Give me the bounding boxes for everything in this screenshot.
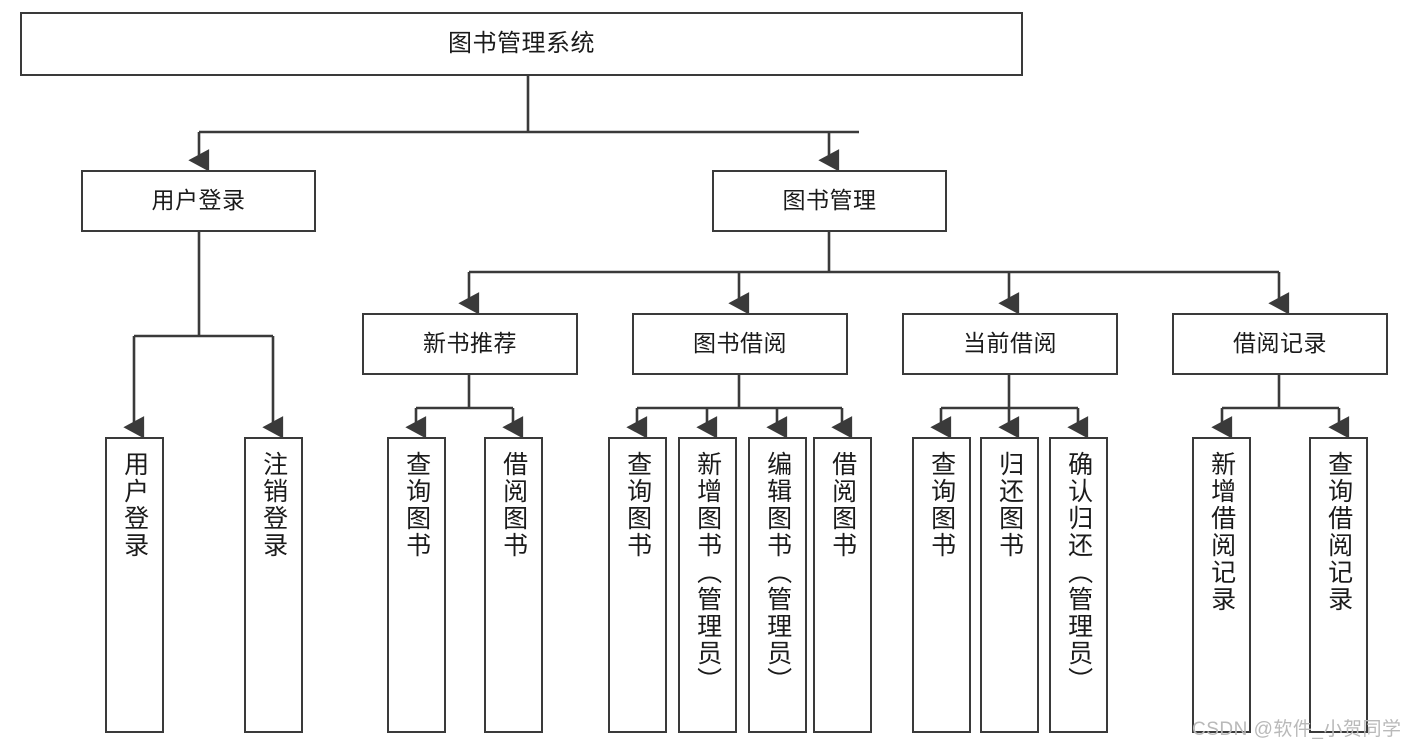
node-current-borrow[interactable]: 当前借阅 bbox=[902, 313, 1118, 375]
leaf-borrow-record-2[interactable]: 查询借阅记录 bbox=[1309, 437, 1368, 733]
leaf-book-borrow-4[interactable]: 借阅图书 bbox=[813, 437, 872, 733]
leaf-book-borrow-1-label: 查询图书 bbox=[623, 451, 652, 559]
node-borrow-record[interactable]: 借阅记录 bbox=[1172, 313, 1388, 375]
leaf-book-borrow-3[interactable]: 编辑图书（管理员） bbox=[748, 437, 807, 733]
leaf-book-borrow-4-label: 借阅图书 bbox=[828, 451, 857, 559]
leaf-borrow-record-1[interactable]: 新增借阅记录 bbox=[1192, 437, 1251, 733]
node-new-book-rec[interactable]: 新书推荐 bbox=[362, 313, 578, 375]
leaf-current-borrow-3[interactable]: 确认归还（管理员） bbox=[1049, 437, 1108, 733]
leaf-new-book-rec-2[interactable]: 借阅图书 bbox=[484, 437, 543, 733]
leaf-book-borrow-1[interactable]: 查询图书 bbox=[608, 437, 667, 733]
node-user-login[interactable]: 用户登录 bbox=[81, 170, 316, 232]
leaf-current-borrow-2[interactable]: 归还图书 bbox=[980, 437, 1039, 733]
leaf-user-login-2[interactable]: 注销登录 bbox=[244, 437, 303, 733]
node-user-login-label: 用户登录 bbox=[151, 187, 246, 214]
leaf-new-book-rec-2-label: 借阅图书 bbox=[499, 451, 528, 559]
leaf-current-borrow-1-label: 查询图书 bbox=[927, 451, 956, 559]
leaf-book-borrow-2[interactable]: 新增图书（管理员） bbox=[678, 437, 737, 733]
leaf-user-login-1-label: 用户登录 bbox=[120, 451, 149, 559]
leaf-book-borrow-3-label: 编辑图书（管理员） bbox=[763, 451, 792, 694]
leaf-current-borrow-1[interactable]: 查询图书 bbox=[912, 437, 971, 733]
node-book-borrow-label: 图书借阅 bbox=[693, 330, 787, 357]
node-root[interactable]: 图书管理系统 bbox=[20, 12, 1023, 76]
leaf-borrow-record-1-label: 新增借阅记录 bbox=[1207, 451, 1236, 613]
node-book-borrow[interactable]: 图书借阅 bbox=[632, 313, 848, 375]
leaf-book-borrow-2-label: 新增图书（管理员） bbox=[693, 451, 722, 694]
leaf-borrow-record-2-label: 查询借阅记录 bbox=[1324, 451, 1353, 613]
leaf-new-book-rec-1-label: 查询图书 bbox=[402, 451, 431, 559]
csdn-watermark: CSDN @软件_小贺同学 bbox=[1192, 719, 1402, 740]
leaf-new-book-rec-1[interactable]: 查询图书 bbox=[387, 437, 446, 733]
leaf-current-borrow-3-label: 确认归还（管理员） bbox=[1064, 451, 1093, 694]
node-book-manage[interactable]: 图书管理 bbox=[712, 170, 947, 232]
leaf-user-login-2-label: 注销登录 bbox=[259, 451, 288, 559]
node-book-manage-label: 图书管理 bbox=[782, 187, 877, 214]
leaf-user-login-1[interactable]: 用户登录 bbox=[105, 437, 164, 733]
leaf-current-borrow-2-label: 归还图书 bbox=[995, 451, 1024, 559]
node-new-book-rec-label: 新书推荐 bbox=[423, 330, 517, 357]
node-current-borrow-label: 当前借阅 bbox=[963, 330, 1057, 357]
node-root-label: 图书管理系统 bbox=[448, 29, 595, 57]
node-borrow-record-label: 借阅记录 bbox=[1233, 330, 1327, 357]
